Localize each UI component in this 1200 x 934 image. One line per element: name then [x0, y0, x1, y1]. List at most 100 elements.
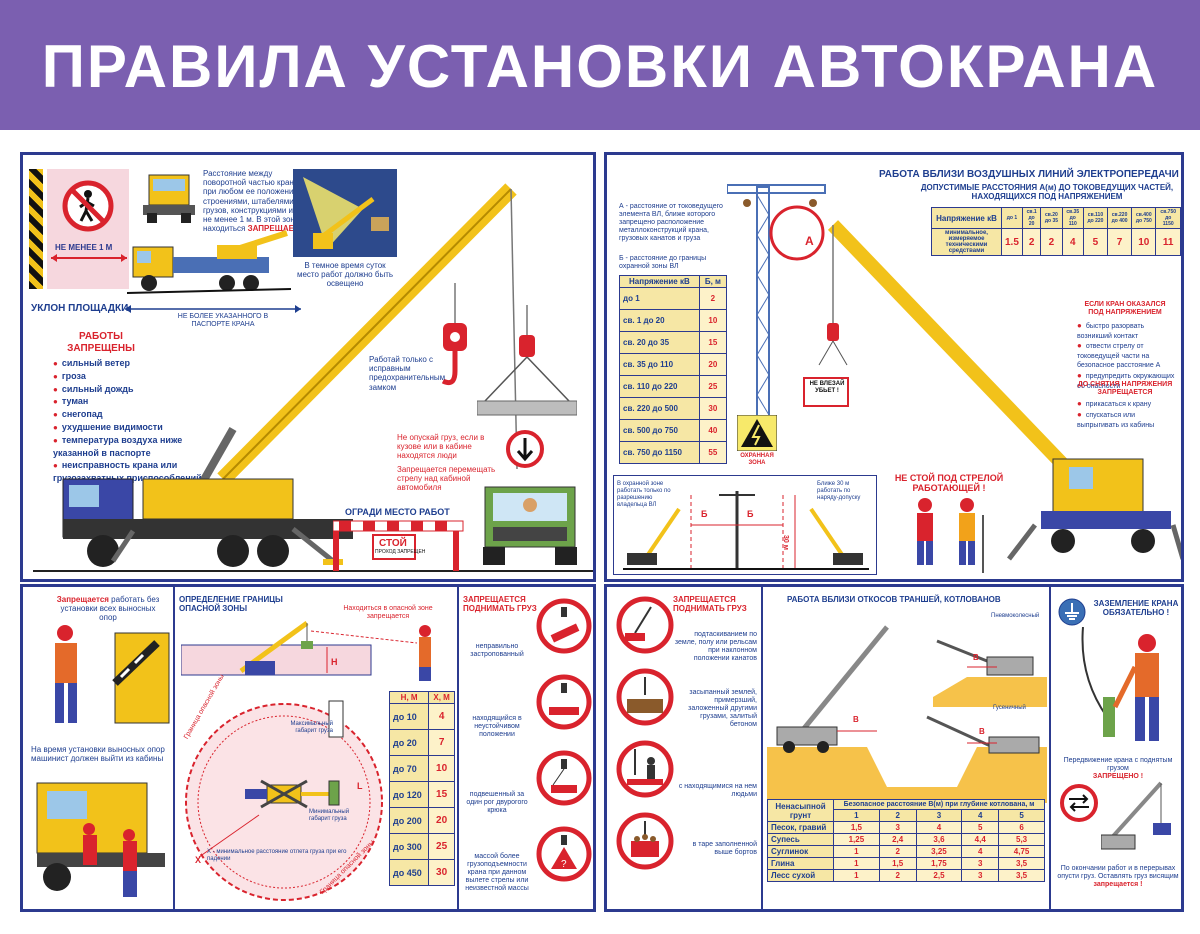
crawler-label: Гусеничный — [993, 705, 1026, 711]
table-cell: до 20 — [388, 729, 430, 756]
no-pedestrian-icon — [62, 180, 114, 232]
panel-slopes-grounding: ЗАПРЕЩАЕТСЯ ПОДНИМАТЬ ГРУЗ подтаскивание… — [604, 584, 1184, 912]
table-cell: 30 — [698, 397, 728, 420]
table-cell: 4 — [961, 845, 1000, 858]
table-cell: 7 — [428, 729, 455, 756]
lift-item: находящийся в неустойчивом положении — [472, 715, 522, 739]
energized-item: отвести стрелу от токоведущей части на б… — [1077, 341, 1177, 371]
night-note: В темное время суток место работ должно … — [296, 261, 394, 289]
dragging-load-icon — [616, 596, 674, 654]
table-header: Н, М — [388, 691, 430, 704]
b-label-3: В — [979, 727, 985, 736]
svg-text:?: ? — [561, 859, 567, 870]
distance-note: Расстояние между поворотной частью крана… — [203, 169, 312, 234]
table-header: 4 — [961, 809, 1000, 822]
table-cell: 5 — [961, 821, 1000, 834]
forbidden-item: сильный ветер — [53, 357, 223, 370]
panel-power-lines: РАБОТА ВБЛИЗИ ВОЗДУШНЫХ ЛИНИЙ ЭЛЕКТРОПЕР… — [604, 152, 1184, 582]
energized-title: ЕСЛИ КРАН ОКАЗАЛСЯ ПОД НАПРЯЖЕНИЕМ — [1084, 301, 1166, 317]
danger-zone-plan-view — [185, 700, 383, 901]
table-cell: св. 110 до 220 — [619, 375, 700, 398]
badly-slung-load-icon — [536, 598, 592, 654]
table-cell: 3,6 — [915, 833, 963, 846]
table-cell: 30 — [428, 859, 455, 886]
people-on-load-icon — [616, 740, 674, 798]
power-pylon-illustration — [727, 184, 826, 428]
table-cell: 1,5 — [833, 821, 880, 834]
table-cell: 3 — [961, 869, 1000, 882]
power-lines-title: РАБОТА ВБЛИЗИ ВОЗДУШНЫХ ЛИНИЙ ЭЛЕКТРОПЕР… — [879, 169, 1179, 180]
forbidden-title: РАБОТЫ ЗАПРЕЩЕНЫ — [67, 331, 135, 354]
sign-a-circle — [769, 205, 825, 261]
before-off-list: прикасаться к крану спускаться или выпры… — [1077, 399, 1177, 430]
table-header: Напряжение кВ — [619, 275, 700, 288]
hazard-stripe-left — [29, 169, 43, 289]
pneumo-label: Пневмоколесный — [991, 613, 1040, 619]
table-cell: Песок, гравий — [767, 821, 834, 834]
table-cell: до 300 — [388, 833, 430, 860]
table-cell: до 1 — [619, 287, 700, 310]
lift-forbidden-title: ЗАПРЕЩАЕТСЯ ПОДНИМАТЬ ГРУЗ — [463, 595, 537, 614]
forbidden-item: ухудшение видимости — [53, 421, 223, 434]
table-cell: св. 1 до 20 — [619, 309, 700, 332]
table-cell: 5 — [1082, 228, 1108, 256]
crane-truck-side-illustration — [127, 230, 291, 294]
danger-sign — [803, 377, 849, 407]
table-header: св.750 до 1150 — [1155, 207, 1181, 229]
lift-item: массой более грузоподъемности крана при … — [465, 853, 529, 893]
table-cell: 2,5 — [915, 869, 963, 882]
table-cell: до 120 — [388, 781, 430, 808]
column-divider — [457, 587, 459, 909]
hook-note: Работай только с исправным предохранител… — [369, 355, 446, 392]
table-header: 1 — [833, 809, 880, 822]
high-voltage-icon — [737, 415, 777, 451]
table-header: 3 — [915, 809, 963, 822]
table-header: 2 — [878, 809, 917, 822]
table-row: минимальное, измеряемое техническими сре… — [931, 228, 1181, 256]
table-cell: 1,5 — [878, 857, 917, 870]
h-label: H — [331, 657, 338, 667]
table-cell: 4 — [1061, 228, 1084, 256]
table-cell: 15 — [698, 331, 728, 354]
danger-zone-title: ОПРЕДЕЛЕНИЕ ГРАНИЦЫ ОПАСНОЙ ЗОНЫ — [179, 595, 283, 614]
unstable-load-icon — [536, 674, 592, 730]
before-off-title: ДО СНЯТИЯ НАПРЯЖЕНИЯ ЗАПРЕЩАЕТСЯ — [1077, 381, 1173, 397]
b-label-2: В — [973, 653, 979, 662]
x-label: X — [195, 855, 202, 865]
before-off-item: спускаться или выпрыгивать из кабины — [1077, 410, 1177, 430]
table-cell: св. 750 до 1150 — [619, 441, 700, 464]
table-cell: 25 — [698, 375, 728, 398]
table-header: Ненасыпной грунт — [767, 799, 834, 822]
guarded-zone-note: В охранной зоне работать только по разре… — [617, 481, 671, 508]
label-30m: 30 м — [782, 535, 790, 550]
table-cell: 3,25 — [915, 845, 963, 858]
lifting-beam-icon — [477, 305, 577, 416]
page-title: ПРАВИЛА УСТАНОВКИ АВТОКРАНА — [41, 33, 1159, 100]
panel-setup-rules: НЕ МЕНЕЕ 1 М Расстояние между поворотной… — [20, 152, 596, 582]
main-crane-illustration — [33, 183, 593, 572]
table-cell: Супесь — [767, 833, 834, 846]
table-cell: св. 500 до 750 — [619, 419, 700, 442]
barrier-icon — [333, 520, 464, 571]
table-header: Б, м — [698, 275, 728, 288]
lift-item: неправильно застропованный — [470, 643, 524, 659]
energized-item: быстро разорвать возникший контакт — [1077, 321, 1177, 341]
fence-label: ОГРАДИ МЕСТО РАБОТ — [345, 507, 450, 517]
operator-note: На время установки выносных опор машинис… — [31, 745, 165, 764]
b-label-right: Б — [747, 509, 754, 519]
in-zone-note: Находиться в опасной зоне запрещается — [343, 605, 433, 621]
trench-illustration — [767, 625, 1047, 803]
